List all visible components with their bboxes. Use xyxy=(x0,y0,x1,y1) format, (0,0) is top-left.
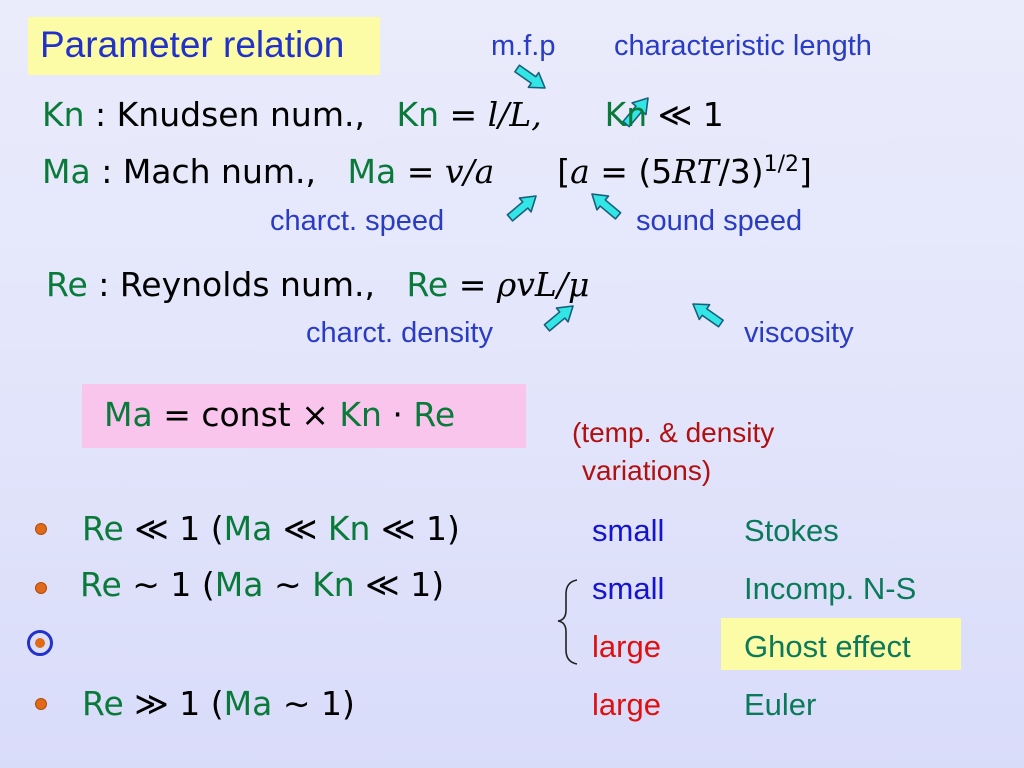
regime-rel2: ≪ 1) xyxy=(354,565,445,604)
regime-cond: ∼ 1 xyxy=(121,565,192,604)
boxed-ma: Ma xyxy=(104,395,153,434)
regime-rel1: ∼ 1) xyxy=(272,684,355,723)
bullet-icon xyxy=(35,582,47,594)
arrow-viscosity-icon xyxy=(692,303,724,328)
mfp-label: m.f.p xyxy=(491,30,556,62)
kn-symbol-2: Kn xyxy=(396,95,439,134)
ma-sep: : xyxy=(90,152,123,191)
regime-kn: Kn xyxy=(327,509,371,548)
brace-icon xyxy=(557,579,578,665)
regime-re: Re xyxy=(82,509,124,548)
ma-bracket-open: [ xyxy=(557,152,571,191)
bullet-icon xyxy=(35,523,47,535)
kn-name: Knudsen num., xyxy=(116,95,365,134)
ma-bracket-close: ] xyxy=(798,152,812,191)
sound-speed-label: sound speed xyxy=(636,205,803,237)
characteristic-length-label: characteristic length xyxy=(614,30,872,62)
regime-model: Ghost effect xyxy=(744,629,911,664)
ma-symbol-2: Ma xyxy=(347,152,397,191)
boxed-kn: Kn xyxy=(339,395,382,434)
mach-equation: Ma : Mach num., Ma = v/a [a = (5RT/3)1/2… xyxy=(42,152,812,191)
regime-ma: Ma xyxy=(214,565,264,604)
ma-expr: v/a xyxy=(444,152,495,191)
regime-cond: ≫ 1 xyxy=(123,684,201,723)
kn-symbol-3: Kn xyxy=(604,95,648,134)
boxed-formula: Ma = const × Kn · Re xyxy=(104,395,455,434)
re-symbol-2: Re xyxy=(406,265,449,304)
kn-tail: ≪ 1 xyxy=(647,95,724,134)
regime-variation: large xyxy=(592,629,661,664)
regime-re: Re xyxy=(80,565,122,604)
target-dot-icon xyxy=(35,638,45,648)
regime-euler-condition: Re ≫ 1 (Ma ∼ 1) xyxy=(82,684,355,723)
regime-rel1: ≪ xyxy=(272,509,328,548)
regime-variation: large xyxy=(592,687,661,722)
bullet-icon xyxy=(35,698,47,710)
regime-open: ( xyxy=(191,565,215,604)
arrow-speed-icon xyxy=(506,195,537,222)
title-highlight xyxy=(28,17,380,75)
regime-cond: ≪ 1 xyxy=(123,509,201,548)
arrow-density-icon xyxy=(543,305,574,332)
kn-rel: = xyxy=(439,95,488,134)
ma-symbol: Ma xyxy=(42,152,91,191)
regime-model: Euler xyxy=(744,687,817,722)
re-name: Reynolds num., xyxy=(119,265,375,304)
regime-ma: Ma xyxy=(223,684,273,723)
boxed-mid: = const × xyxy=(152,395,340,434)
regime-ma: Ma xyxy=(223,509,273,548)
ma-name: Mach num., xyxy=(122,152,317,191)
regime-variation: small xyxy=(592,571,665,606)
arrow-sound-icon xyxy=(591,193,622,220)
regime-rel1: ∼ xyxy=(263,565,313,604)
reynolds-equation: Re : Reynolds num., Re = ρvL/μ xyxy=(46,265,589,304)
regime-stokes-condition: Re ≪ 1 (Ma ≪ Kn ≪ 1) xyxy=(82,509,460,548)
variations-note-line2: variations) xyxy=(582,455,712,486)
regime-re: Re xyxy=(82,684,124,723)
arrow-length-icon xyxy=(622,97,649,128)
ma-rt: RT xyxy=(672,152,719,191)
charct-speed-label: charct. speed xyxy=(270,205,445,237)
re-rel: = xyxy=(448,265,497,304)
regime-model: Incomp. N-S xyxy=(744,571,917,606)
ma-a: a xyxy=(570,152,590,191)
regime-rel2: ≪ 1) xyxy=(370,509,460,548)
regime-variation: small xyxy=(592,513,665,548)
target-bullet-icon xyxy=(27,630,53,656)
viscosity-label: viscosity xyxy=(744,317,854,349)
regime-ns-condition: Re ∼ 1 (Ma ∼ Kn ≪ 1) xyxy=(80,565,444,604)
formula-highlight xyxy=(82,384,526,448)
ghost-effect-highlight xyxy=(721,618,961,670)
re-symbol: Re xyxy=(46,265,88,304)
ma-rest: /3) xyxy=(718,152,764,191)
kn-symbol: Kn xyxy=(42,95,85,134)
re-expr: ρvL/μ xyxy=(496,265,590,304)
regime-kn: Kn xyxy=(312,565,355,604)
re-sep: : xyxy=(87,265,120,304)
regime-open: ( xyxy=(200,684,224,723)
regime-model: Stokes xyxy=(744,513,839,548)
ma-eq: = (5 xyxy=(589,152,673,191)
kn-expr: l/L, xyxy=(487,95,542,134)
charct-density-label: charct. density xyxy=(306,317,493,349)
slide-title: Parameter relation xyxy=(40,24,345,65)
kn-sep: : xyxy=(84,95,117,134)
knudsen-equation: Kn : Knudsen num., Kn = l/L, Kn ≪ 1 xyxy=(42,95,724,134)
ma-rel: = xyxy=(396,152,445,191)
ma-exponent: 1/2 xyxy=(763,152,799,177)
arrow-mfp-icon xyxy=(514,64,546,89)
boxed-re: Re xyxy=(413,395,456,434)
regime-open: ( xyxy=(200,509,224,548)
variations-note-line1: (temp. & density xyxy=(572,417,775,448)
boxed-dot: · xyxy=(381,395,414,434)
